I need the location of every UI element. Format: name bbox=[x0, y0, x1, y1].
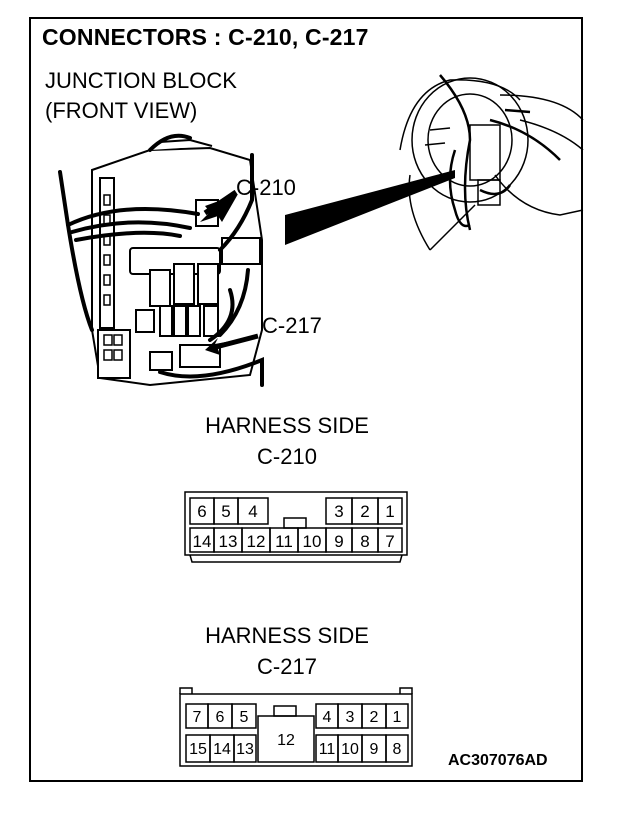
c217-pin: 11 bbox=[319, 741, 336, 758]
c210-pin: 11 bbox=[275, 532, 293, 551]
c217-pin: 6 bbox=[216, 709, 225, 726]
c210-pin: 4 bbox=[248, 502, 257, 521]
c210-pin: 13 bbox=[219, 532, 238, 551]
c217-pin: 5 bbox=[240, 709, 249, 726]
page-title: CONNECTORS : C-210, C-217 bbox=[42, 24, 369, 50]
c210-pin: 2 bbox=[360, 502, 369, 521]
c217-pin: 13 bbox=[236, 741, 254, 758]
c217-pin: 2 bbox=[370, 709, 379, 726]
c210-caption-line1: HARNESS SIDE bbox=[205, 413, 369, 438]
c217-pin: 10 bbox=[341, 741, 359, 758]
c217-pin: 7 bbox=[193, 709, 202, 726]
view-label-line1: JUNCTION BLOCK bbox=[45, 68, 237, 93]
view-label-line2: (FRONT VIEW) bbox=[45, 98, 198, 123]
c217-pin: 4 bbox=[323, 709, 332, 726]
c210-pin: 12 bbox=[247, 532, 266, 551]
c217-pin-center: 12 bbox=[277, 732, 295, 749]
c217-caption-line1: HARNESS SIDE bbox=[205, 623, 369, 648]
c217-pin: 9 bbox=[370, 741, 379, 758]
diagram-frame bbox=[29, 17, 583, 782]
c217-pin: 1 bbox=[393, 709, 402, 726]
c210-pin: 3 bbox=[334, 502, 343, 521]
c210-pin: 14 bbox=[193, 532, 212, 551]
c210-caption-line2: C-210 bbox=[257, 444, 317, 469]
c210-pin: 8 bbox=[360, 532, 369, 551]
callout-c210: C-210 bbox=[236, 175, 296, 200]
c217-pin: 14 bbox=[213, 741, 231, 758]
c210-pin: 5 bbox=[221, 502, 230, 521]
c210-pin: 1 bbox=[385, 502, 394, 521]
c217-pin: 15 bbox=[189, 741, 207, 758]
c217-pin: 3 bbox=[346, 709, 355, 726]
c210-pin: 10 bbox=[303, 532, 322, 551]
c210-pin: 7 bbox=[385, 532, 394, 551]
c217-pin: 8 bbox=[393, 741, 402, 758]
callout-c217: C-217 bbox=[262, 313, 322, 338]
c210-pin: 6 bbox=[197, 502, 206, 521]
c210-pin: 9 bbox=[334, 532, 343, 551]
figure-id: AC307076AD bbox=[448, 752, 548, 769]
c217-caption-line2: C-217 bbox=[257, 654, 317, 679]
